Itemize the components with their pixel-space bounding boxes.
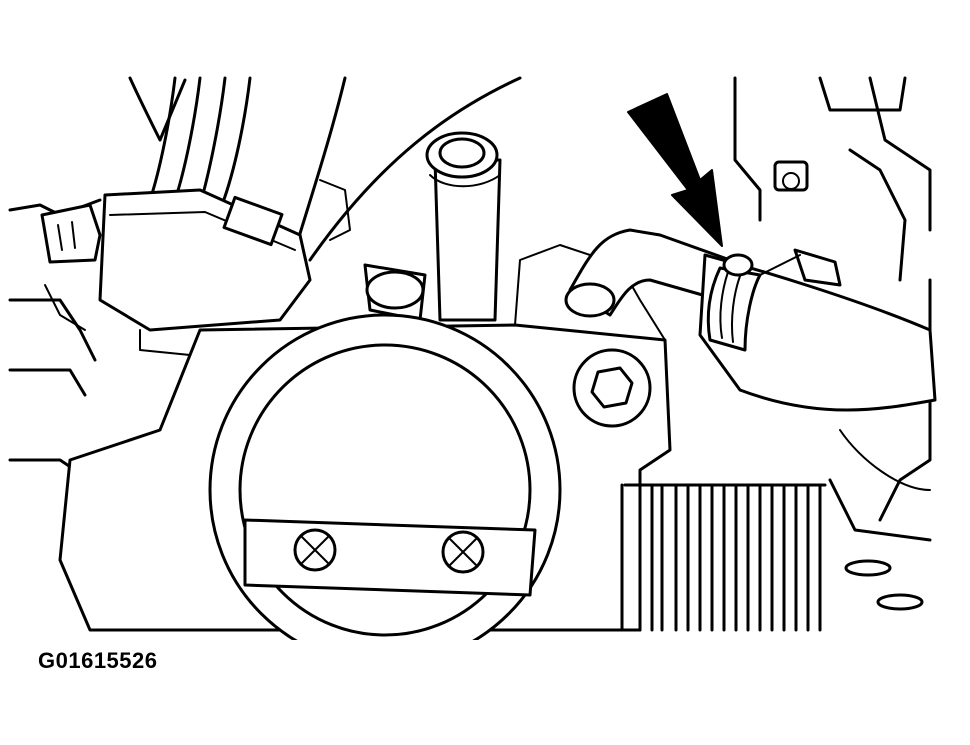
callout-arrow (627, 93, 723, 247)
throttle-plate-screws (293, 528, 485, 574)
vacuum-port-pipe (425, 131, 502, 322)
small-bolt (773, 160, 809, 192)
figure-id-code: G01615526 (38, 648, 158, 673)
housing-ribs (828, 478, 932, 611)
mounting-bolt (572, 348, 652, 428)
cooling-fins (620, 483, 827, 632)
hose-fitting (319, 179, 427, 322)
hose-clamp (706, 248, 842, 352)
throttle-body-illustration (8, 76, 937, 640)
sensor-housing (98, 188, 312, 356)
sensor-connector (40, 203, 102, 264)
breather-hose (564, 228, 937, 491)
